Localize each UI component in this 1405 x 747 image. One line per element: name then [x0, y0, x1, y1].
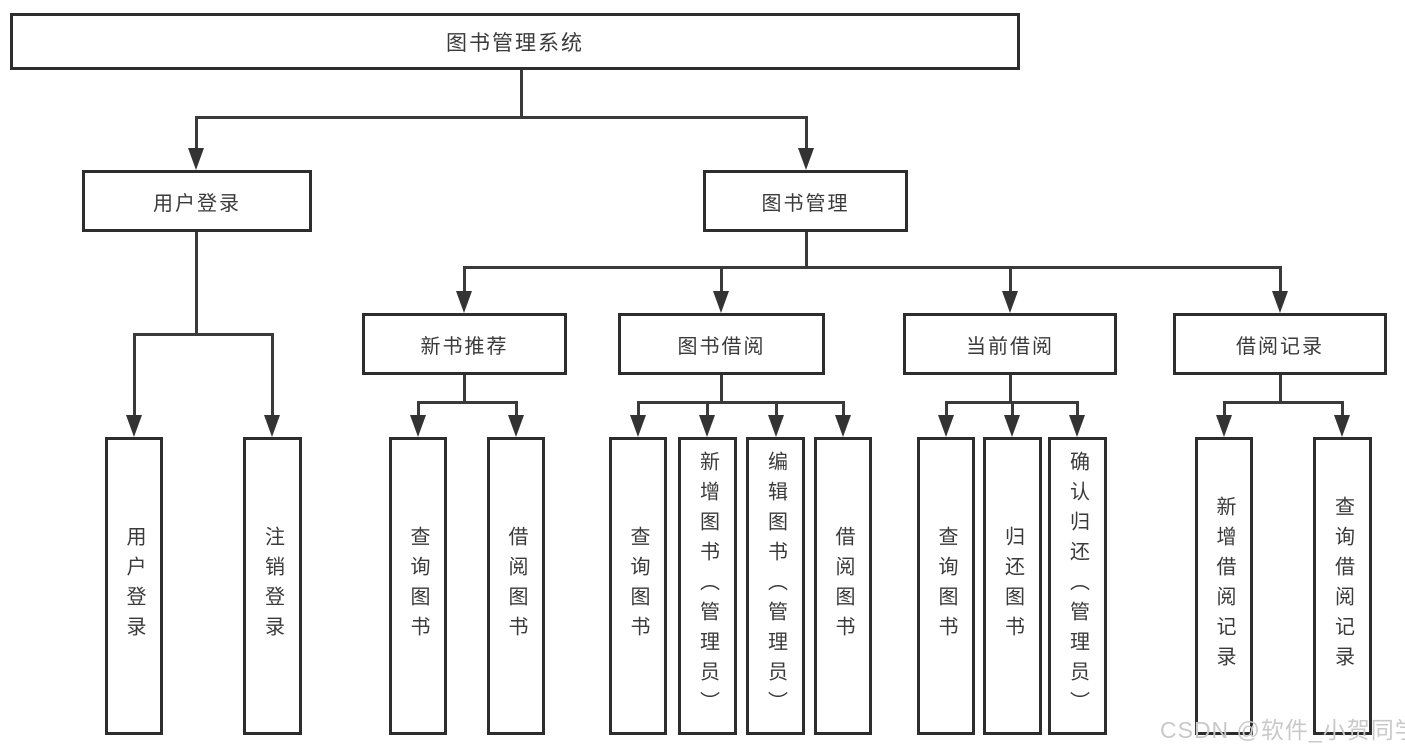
csdn-watermark: CSDN @软件_小贺同学	[1160, 717, 1405, 743]
connector-line	[945, 401, 1078, 404]
arrow-down-icon	[410, 415, 426, 437]
arrow-down-icon	[1272, 291, 1288, 313]
node-label: 借阅记录	[1236, 335, 1324, 358]
connector-line	[463, 266, 1281, 269]
node-label: 借阅图书	[505, 526, 527, 646]
node-label: 新增借阅记录	[1213, 496, 1235, 676]
connector-line	[520, 70, 523, 118]
connector-line	[133, 333, 274, 336]
arrow-down-icon	[508, 415, 524, 437]
arrow-down-icon	[188, 148, 204, 170]
connector-line	[842, 401, 845, 418]
node-user-login: 用户登录	[82, 170, 312, 232]
arrow-down-icon	[456, 291, 472, 313]
arrow-down-icon	[798, 148, 814, 170]
node-label: 图书管理系统	[446, 31, 584, 55]
arrow-down-icon	[699, 415, 715, 437]
arrow-down-icon	[126, 415, 142, 437]
arrow-down-icon	[1004, 415, 1020, 437]
node-library-management-system: 图书管理系统	[10, 13, 1020, 70]
arrow-down-icon	[768, 415, 784, 437]
node-label: 查询图书	[935, 526, 957, 646]
node-label: 查询图书	[627, 526, 649, 646]
arrow-down-icon	[713, 291, 729, 313]
leaf-user-login: 用户登录	[105, 437, 163, 735]
node-book-management: 图书管理	[703, 170, 908, 232]
leaf-return-books: 归还图书	[983, 437, 1042, 735]
arrow-down-icon	[630, 415, 646, 437]
arrow-down-icon	[1216, 415, 1232, 437]
leaf-borrow-books-2: 借阅图书	[814, 437, 872, 735]
arrow-down-icon	[1002, 291, 1018, 313]
connector-line	[1076, 401, 1079, 418]
node-label: 注销登录	[261, 526, 284, 646]
connector-line	[195, 232, 198, 335]
leaf-add-books-admin: 新增图书（管理员）	[678, 437, 737, 735]
arrow-down-icon	[1334, 415, 1350, 437]
connector-line	[720, 266, 723, 293]
connector-line	[195, 116, 808, 119]
node-borrowing-records: 借阅记录	[1173, 313, 1387, 375]
node-label: 查询借阅记录	[1331, 496, 1354, 676]
connector-line	[271, 333, 274, 418]
connector-line	[1279, 266, 1282, 293]
node-label: 确认归还（管理员）	[1066, 451, 1089, 721]
leaf-logout: 注销登录	[243, 437, 302, 735]
connector-line	[1223, 401, 1226, 418]
connector-line	[1341, 401, 1344, 418]
node-current-borrowing: 当前借阅	[903, 313, 1117, 375]
connector-line	[1011, 401, 1014, 418]
leaf-query-books-2: 查询图书	[609, 437, 667, 735]
connector-line	[1279, 375, 1282, 404]
leaf-confirm-return-admin: 确认归还（管理员）	[1048, 437, 1107, 735]
arrow-down-icon	[1069, 415, 1085, 437]
connector-line	[195, 116, 198, 152]
leaf-add-borrow-record: 新增借阅记录	[1195, 437, 1253, 735]
node-book-borrowing: 图书借阅	[618, 313, 825, 375]
node-label: 编辑图书（管理员）	[764, 451, 787, 721]
connector-line	[463, 375, 466, 404]
connector-line	[1009, 266, 1012, 293]
leaf-edit-books-admin: 编辑图书（管理员）	[746, 437, 805, 735]
connector-line	[706, 401, 709, 418]
connector-line	[515, 401, 518, 418]
leaf-query-books-3: 查询图书	[917, 437, 975, 735]
node-label: 图书借阅	[677, 335, 766, 358]
connector-line	[463, 266, 466, 293]
node-label: 借阅图书	[832, 526, 854, 646]
connector-line	[417, 401, 517, 404]
connector-line	[805, 116, 808, 152]
node-label: 新增图书（管理员）	[696, 451, 719, 721]
connector-line	[945, 401, 948, 418]
node-label: 用户登录	[153, 192, 241, 215]
node-label: 归还图书	[1001, 526, 1024, 646]
connector-line	[805, 232, 808, 269]
leaf-borrow-books-1: 借阅图书	[487, 437, 545, 735]
connector-line	[775, 401, 778, 418]
connector-line	[133, 333, 136, 418]
node-label: 新书推荐	[420, 335, 509, 358]
arrow-down-icon	[835, 415, 851, 437]
node-label: 查询图书	[407, 526, 429, 646]
connector-line	[637, 401, 844, 404]
node-label: 用户登录	[123, 526, 145, 646]
arrow-down-icon	[264, 415, 280, 437]
node-label: 当前借阅	[966, 335, 1054, 358]
connector-line	[720, 375, 723, 404]
arrow-down-icon	[938, 415, 954, 437]
leaf-query-books-1: 查询图书	[389, 437, 447, 735]
node-new-book-recommendation: 新书推荐	[362, 313, 567, 375]
connector-line	[637, 401, 640, 418]
connector-line	[417, 401, 420, 418]
node-label: 图书管理	[761, 192, 850, 215]
leaf-query-borrow-record: 查询借阅记录	[1313, 437, 1372, 735]
connector-line	[1009, 375, 1012, 404]
connector-line	[1223, 401, 1343, 404]
